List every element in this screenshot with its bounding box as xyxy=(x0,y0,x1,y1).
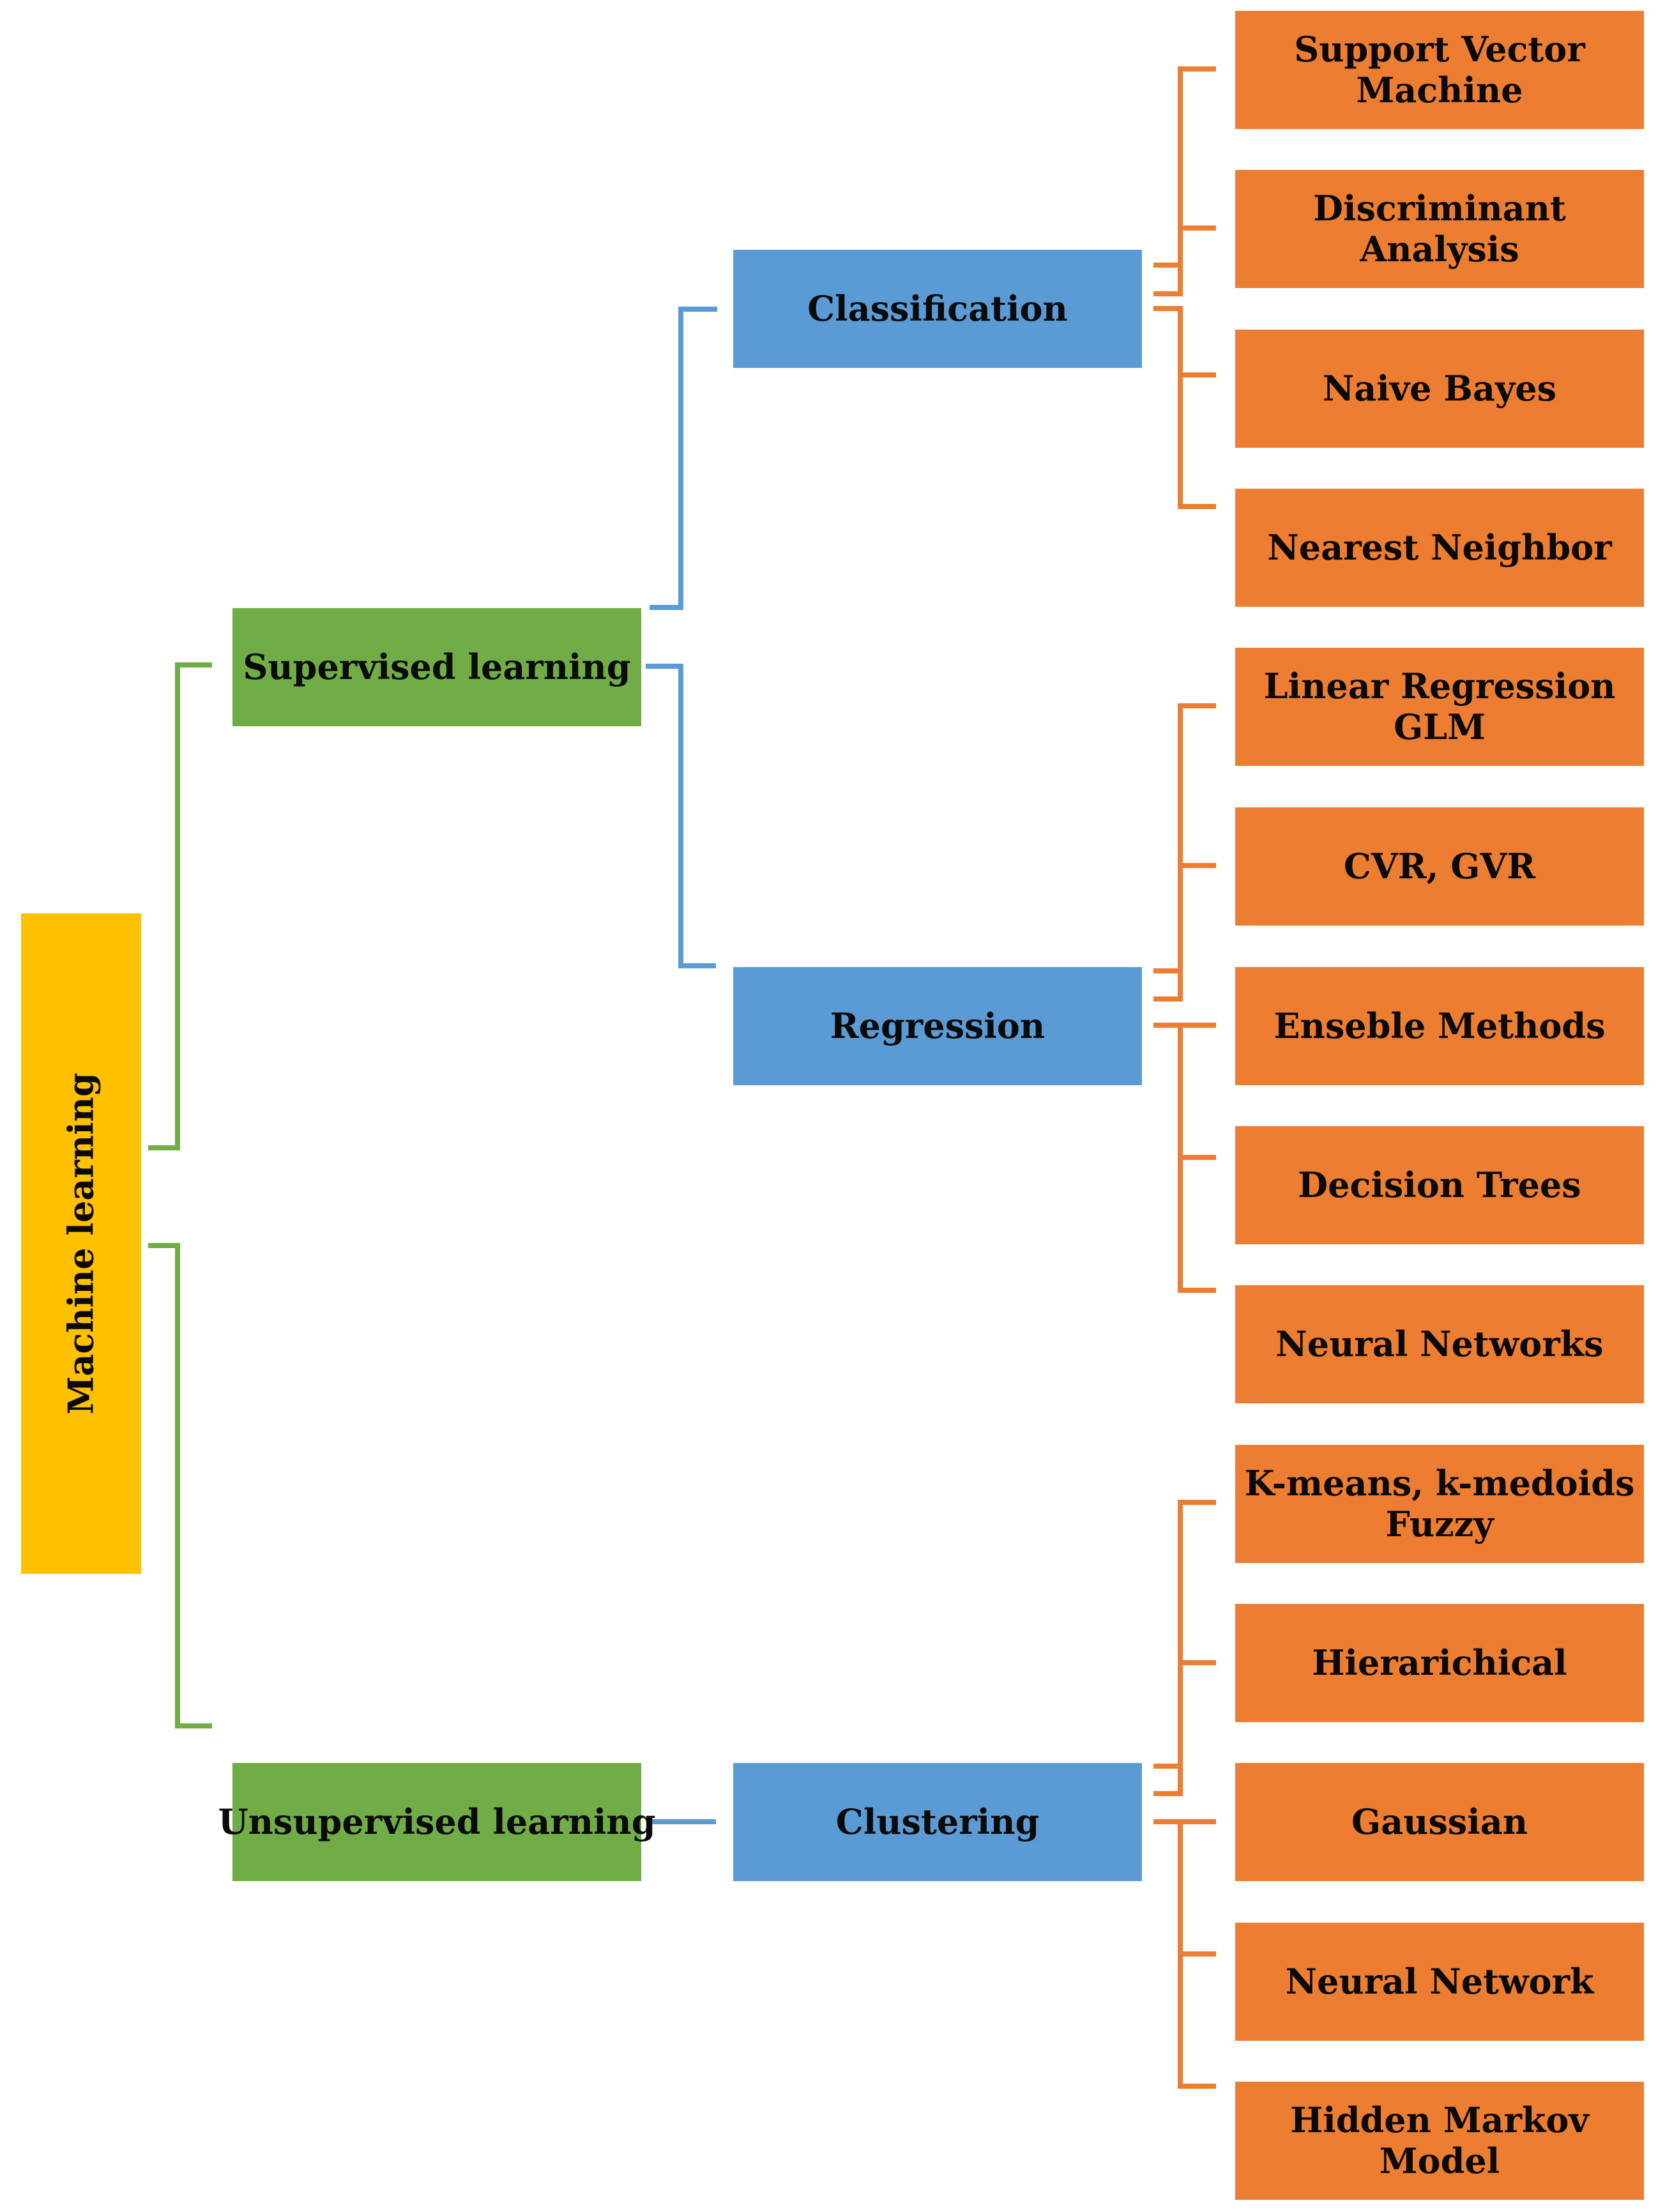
leaf-support-vector-machine: Support Vector Machine xyxy=(1235,11,1644,129)
leaf-label: Support Vector Machine xyxy=(1294,28,1585,111)
leaf-label: Hidden Markov Model xyxy=(1290,2099,1589,2181)
root-node-machine-learning: Machine learning xyxy=(21,913,141,1574)
node-classification: Classification xyxy=(733,250,1142,368)
leaf-label: Hierarichical xyxy=(1312,1642,1567,1683)
leaf-hidden-markov-model: Hidden Markov Model xyxy=(1235,2082,1644,2200)
root-to-unsupervised-connector xyxy=(148,1243,212,1728)
root-to-supervised-connector xyxy=(148,662,212,1150)
supervised-to-regression-connector xyxy=(646,664,716,968)
leaf-neural-networks: Neural Networks xyxy=(1235,1285,1644,1403)
leaf-label: Nearest Neighbor xyxy=(1267,526,1612,568)
node-unsupervised-learning: Unsupervised learning xyxy=(218,1763,655,1881)
leaf-label: Gaussian xyxy=(1351,1801,1528,1842)
leaf-discriminant-analysis: Discriminant Analysis xyxy=(1235,170,1644,288)
node-supervised-learning: Supervised learning xyxy=(232,608,641,726)
node-clustering: Clustering xyxy=(733,1763,1142,1881)
leaf-label: CVR, GVR xyxy=(1343,845,1536,887)
root-node-label: Machine learning xyxy=(60,1072,102,1415)
leaf-label: Discriminant Analysis xyxy=(1313,187,1566,270)
leaf-decision-trees: Decision Trees xyxy=(1235,1126,1644,1244)
leaf-label: Naive Bayes xyxy=(1322,367,1557,409)
unsupervised-learning-label: Unsupervised learning xyxy=(218,1801,656,1842)
clustering-upper-bracket xyxy=(1153,1500,1216,1796)
leaf-k-means-k-medoids-fuzzy: K-means, k-medoids Fuzzy xyxy=(1235,1445,1644,1563)
supervised-learning-label: Supervised learning xyxy=(243,646,631,687)
node-regression: Regression xyxy=(733,967,1142,1085)
leaf-enseble-methods: Enseble Methods xyxy=(1235,967,1644,1085)
leaf-label: Neural Network xyxy=(1285,1960,1594,2002)
leaf-neural-network: Neural Network xyxy=(1235,1923,1644,2041)
classification-label: Classification xyxy=(807,287,1068,329)
clustering-label: Clustering xyxy=(835,1801,1040,1842)
supervised-to-classification-connector xyxy=(650,307,717,610)
leaf-naive-bayes: Naive Bayes xyxy=(1235,330,1644,448)
leaf-label: K-means, k-medoids Fuzzy xyxy=(1244,1462,1635,1545)
classification-lower-bracket xyxy=(1153,306,1216,509)
leaf-label: Enseble Methods xyxy=(1274,1005,1606,1046)
classification-upper-bracket xyxy=(1153,66,1216,296)
leaf-hierarichical: Hierarichical xyxy=(1235,1604,1644,1722)
regression-upper-bracket xyxy=(1153,703,1216,1002)
leaf-label: Decision Trees xyxy=(1298,1164,1581,1205)
clustering-lower-bracket xyxy=(1153,1819,1216,2089)
regression-lower-bracket xyxy=(1153,1023,1216,1293)
leaf-label: Linear Regression GLM xyxy=(1263,665,1616,747)
leaf-cvr-gvr: CVR, GVR xyxy=(1235,807,1644,926)
leaf-label: Neural Networks xyxy=(1275,1323,1604,1364)
leaf-gaussian: Gaussian xyxy=(1235,1763,1644,1881)
regression-label: Regression xyxy=(830,1005,1046,1046)
leaf-nearest-neighbor: Nearest Neighbor xyxy=(1235,489,1644,607)
leaf-linear-regression-glm: Linear Regression GLM xyxy=(1235,648,1644,766)
